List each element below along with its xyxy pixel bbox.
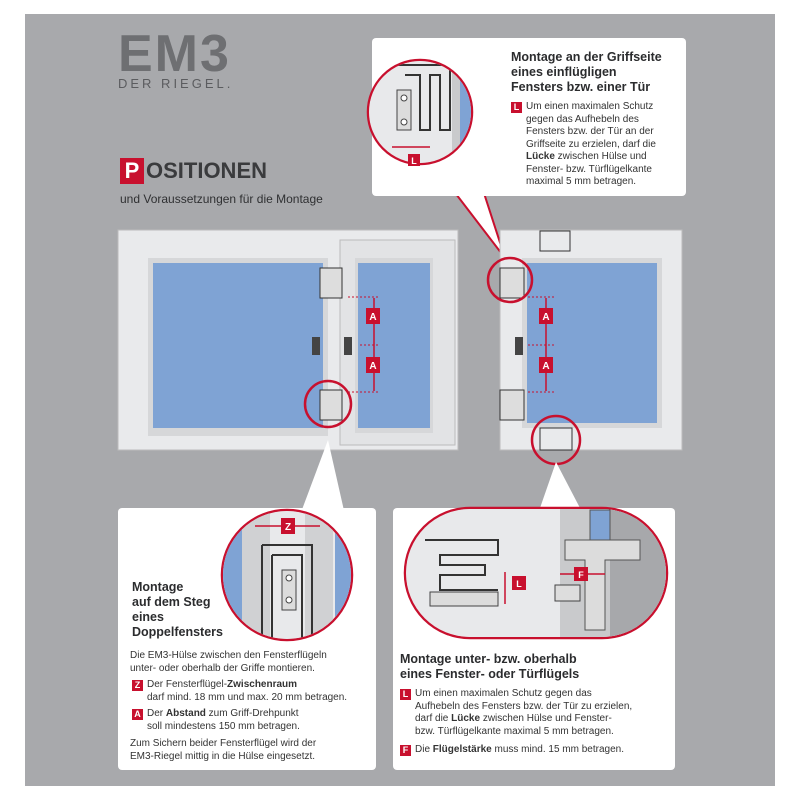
upper-sleeve	[319, 267, 343, 299]
dim-A-upper: A	[369, 312, 376, 323]
side-sleeve-top	[499, 267, 525, 299]
right-l-line1: Um einen maximalen Schutz gegen das	[415, 688, 592, 699]
side-sleeve-bottom	[499, 389, 525, 421]
left-handle	[312, 337, 320, 355]
right-tag-L: L	[400, 689, 411, 700]
left-bubble-heading-2: auf dem Steg	[132, 595, 211, 609]
left-z-line2: darf mind. 18 mm und max. 20 mm betragen…	[147, 691, 348, 703]
title-badge: P	[120, 158, 144, 184]
left-a-pre: Der	[147, 708, 166, 719]
left-outro-2: EM3-Riegel mittig in die Hülse eingesetz…	[130, 750, 316, 762]
right-l-bold: Lücke	[451, 713, 481, 724]
left-bubble-heading-4: Doppelfensters	[132, 625, 223, 639]
single-side-zoom-circle	[486, 256, 534, 304]
top-bubble-line-1: Um einen maximalen Schutz	[526, 101, 654, 112]
right-l-tail: bzw. Türflügelkante maximal 5 mm betrage…	[415, 725, 614, 737]
right-l-pre: darf die	[415, 713, 452, 724]
top-bubble-line-3: Fensters bzw. der Tür an der	[526, 126, 654, 137]
right-tag-F: F	[400, 745, 411, 756]
right-f-pre: Die	[415, 744, 433, 755]
single-dim-A-upper: A	[542, 312, 549, 323]
top-L-badge-label: L	[411, 156, 417, 166]
top-sleeve	[539, 230, 571, 252]
right-l-post: zwischen Hülse und Fenster-	[480, 713, 612, 724]
left-bubble: Z	[118, 440, 376, 770]
left-bubble-heading-1: Montage	[132, 580, 184, 594]
top-bubble-heading-3: Fensters bzw. einer Tür	[511, 80, 651, 94]
right-bubble-heading-2: eines Fenster- oder Türflügels	[400, 667, 580, 681]
top-bubble-bold: Lücke	[526, 151, 555, 162]
left-intro-2: unter- oder oberhalb der Griffe montiere…	[130, 662, 315, 674]
bottom-sleeve	[539, 427, 573, 451]
em3-logo: EM3 DER RIEGEL.	[118, 28, 233, 91]
top-bubble-line-6: Fenster- bzw. Türflügelkante	[526, 163, 652, 175]
right-bubble: L F	[393, 462, 675, 770]
dim-Z: Z	[285, 522, 291, 533]
page-subtitle: und Voraussetzungen für die Montage	[120, 192, 323, 206]
left-z-bold: Zwischenraum	[227, 679, 298, 690]
top-bubble	[366, 38, 686, 259]
top-bubble-heading-1: Montage an der Griffseite	[511, 50, 662, 64]
left-outro-1: Zum Sichern beider Fensterflügel wird de…	[130, 738, 317, 749]
left-intro-1: Die EM3-Hülse zwischen den Fensterflügel…	[130, 650, 327, 661]
right-handle	[344, 337, 352, 355]
logo-subtitle: DER RIEGEL.	[118, 76, 234, 91]
single-window: A A	[486, 229, 683, 466]
page-title: P OSITIONEN	[120, 158, 267, 184]
left-a-bold: Abstand	[165, 708, 206, 719]
dim-L: L	[516, 579, 522, 589]
dim-F: F	[578, 570, 584, 580]
left-bubble-text: Montage auf dem Steg eines Doppelfenster…	[130, 580, 372, 763]
top-bubble-text: Montage an der Griffseite eines einflügl…	[511, 50, 671, 189]
left-z-pre: Der Fensterflügel-	[147, 679, 228, 690]
right-bubble-heading-1: Montage unter- bzw. oberhalb	[400, 652, 577, 666]
right-bubble-text: Montage unter- bzw. oberhalb eines Fenst…	[400, 652, 670, 757]
top-bubble-tag-L: L	[511, 102, 522, 113]
left-a-post: zum Griff-Drehpunkt	[205, 708, 299, 719]
right-f-bold: Flügelstärke	[432, 744, 492, 755]
left-tag-Z: Z	[132, 680, 143, 691]
top-bubble-line-2: gegen das Aufhebeln des	[526, 113, 639, 125]
top-bubble-line-7: maximal 5 mm betragen.	[526, 176, 637, 187]
single-handle	[515, 337, 523, 355]
right-l-line2: Aufhebeln des Fensters bzw. der Tür zu e…	[415, 700, 633, 712]
top-L-badge	[408, 154, 420, 166]
title-text: OSITIONEN	[146, 158, 268, 183]
left-glass	[153, 263, 323, 428]
single-glass	[527, 263, 657, 423]
left-bubble-heading-3: eines	[132, 610, 164, 624]
dim-A-lower: A	[369, 361, 376, 372]
double-window: A A	[117, 229, 459, 451]
lower-sleeve	[319, 389, 343, 421]
top-bubble-heading-2: eines einflügligen	[511, 65, 617, 79]
left-a-line2: soll mindestens 150 mm betragen.	[147, 720, 300, 732]
single-dim-A-lower: A	[542, 361, 549, 372]
top-bubble-line-4: Griffseite zu erzielen, darf die	[526, 138, 656, 150]
right-f-post: muss mind. 15 mm betragen.	[491, 744, 624, 755]
double-zoom-circle	[303, 379, 353, 429]
left-tag-A: A	[132, 709, 143, 720]
top-bubble-after-bold: zwischen Hülse und	[554, 151, 647, 162]
logo-mark: EM3	[118, 25, 231, 83]
